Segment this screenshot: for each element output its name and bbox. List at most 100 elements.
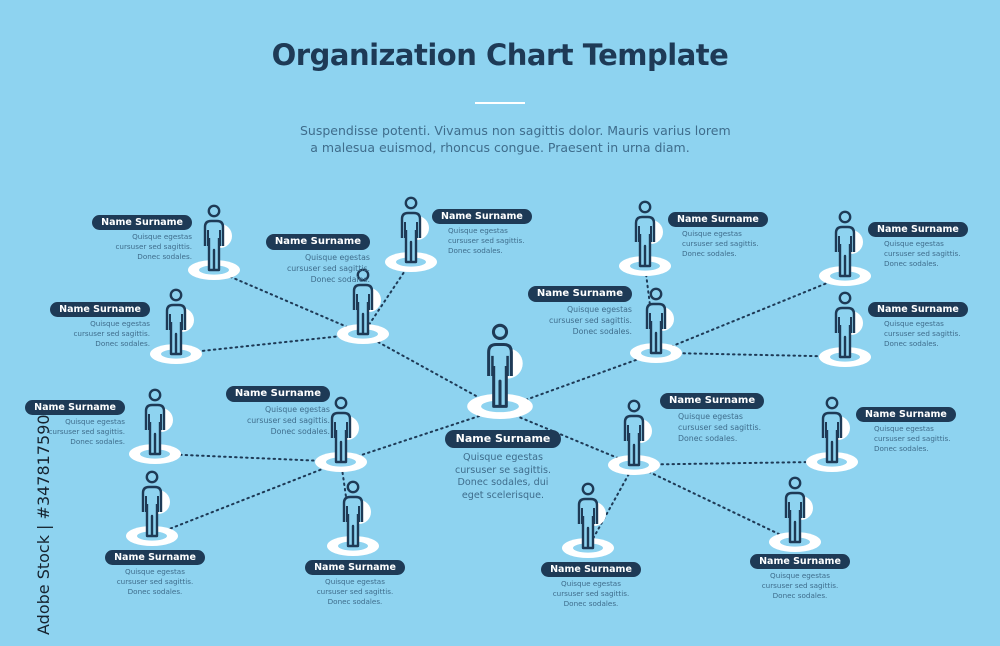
person-icon-graphic [630,287,682,363]
description-line: Donec sodales. [572,327,632,336]
person-icon [127,384,183,468]
person-icon-graphic [562,482,614,558]
description-line: Donec sodales. [70,437,125,447]
watermark-text: Adobe Stock | #347817590 [34,414,53,635]
description-line: Donec sodales. [884,259,939,269]
node-label-bl-a: Name Surname Quisque egestas cursuser se… [25,395,125,448]
person-icon [124,466,180,550]
description-line: Donec sodales. [678,434,738,443]
description-line: cursuser sed sagittis. [448,236,525,246]
description-line: Quisque egestas [90,319,150,328]
name-badge: Name Surname [105,550,205,565]
title-divider [475,102,525,104]
node-description: Quisque egestas cursuser sed sagittis. D… [856,424,966,455]
description-line: Donec sodales. [270,427,330,436]
watermark: Adobe Stock | #347817590 [8,400,53,635]
description-line: Quisque egestas [884,239,944,248]
description-line: cursuser sed sagittis. [552,589,630,599]
person-icon-graphic [150,288,202,364]
name-badge: Name Surname [868,302,968,317]
node-description: Quisque egestas cursuser sed sagittis. D… [92,232,192,263]
name-badge: Name Surname [265,234,370,250]
person-icon [804,392,860,476]
node-label-tl-a: Name Surname Quisque egestas cursuser se… [92,210,192,263]
node-label-tr-a: Name Surname Quisque egestas cursuser se… [668,207,778,260]
node-description: Quisque egestas cursuser sed sagittis. D… [536,579,646,610]
person-icon [560,478,616,562]
name-badge: Name Surname [856,407,956,422]
person-icon [148,284,204,368]
person-icon [817,206,873,290]
node-label-tl-c: Name Surname Quisque egestas cursuser se… [432,204,542,257]
person-icon-graphic [769,476,821,552]
node-label-tl-b: Name Surname Quisque egestas cursuser se… [50,297,150,350]
name-badge: Name Surname [660,393,765,409]
connector-line [362,260,412,335]
description-line: cursuser sed sagittis. [115,242,192,252]
person-icon [767,472,823,556]
person-icon-graphic [819,210,871,286]
person-icon [817,287,873,371]
description-line: cursuser sed sagittis. [316,587,394,597]
person-icon-graphic [188,204,240,280]
person-icon-graphic [806,396,858,472]
connector-line [655,274,846,354]
person-icon-graphic [129,388,181,464]
description-line: Donec sodales. [874,444,929,454]
intro-line: Suspendisse potenti. Vivamus non sagitti… [300,123,731,138]
description-line: Donec sodales. [772,591,828,601]
node-description: Quisque egestas cursuser sed sagittis. D… [300,577,410,608]
description-line: Donec sodales. [310,275,370,284]
person-icon-graphic [327,480,379,556]
name-badge: Name Surname [668,212,768,227]
description-line: Quisque egestas [561,579,621,588]
connector-line [633,460,833,466]
person-icon [335,264,391,348]
description-line: Quisque egestas [325,577,385,586]
node-description: Quisque egestas cursuser sed sagittis. D… [745,571,855,602]
description-line: Quisque egestas [770,571,830,580]
connector-line [655,351,846,358]
node-label-br-hub: Name Surname Quisque egestas cursuser se… [660,388,780,444]
node-description: Quisque egestas cursuser sed sagittis. D… [868,239,978,270]
node-description: Quisque egestas cursuser sed sagittis. D… [668,229,778,260]
person-icon [617,196,673,280]
person-icon-graphic [315,396,367,472]
description-line: Donec sodales. [563,599,619,609]
description-line: Quisque egestas [567,305,632,314]
person-icon [186,200,242,284]
person-icon [606,395,662,479]
intro-text: Suspendisse potenti. Vivamus non sagitti… [300,122,731,156]
node-label-tl-hub: Name Surname Quisque egestas cursuser se… [250,229,370,285]
name-badge: Name Surname [527,286,632,302]
intro-line: a malesua euismod, rhoncus congue. Praes… [310,140,690,155]
node-label-bl-c: Name Surname Quisque egestas cursuser se… [300,555,410,608]
person-icon [628,283,684,367]
connector-line [340,408,501,463]
person-icon-graphic [467,323,533,419]
node-description: Quisque egestas cursuser sed sagittis. D… [100,567,210,598]
description-line: cursuser se sagittis. [454,464,552,476]
node-label-br-a: Name Surname Quisque egestas cursuser se… [536,557,646,610]
connector-line [154,452,342,463]
name-badge: Name Surname [750,554,850,569]
connector-line [151,460,342,537]
description-line: Quisque egestas [265,405,330,414]
description-line: Quisque egestas [463,452,543,463]
description-line: cursuser sed sagittis. [678,423,762,432]
name-badge: Name Surname [50,302,150,317]
connector-line [633,463,796,543]
description-line: cursuser sed sagittis. [286,264,370,273]
node-description: Quisque egestas cursuser sed sagittis. D… [432,226,542,257]
person-icon-graphic [819,291,871,367]
node-label-tr-hub: Name Surname Quisque egestas cursuser se… [512,281,632,337]
name-badge: Name Surname [225,386,330,402]
name-badge: Name Surname [444,430,562,448]
description-line: cursuser sed sagittis. [884,329,961,339]
description-line: Quisque egestas [682,229,742,238]
person-icon-graphic [608,399,660,475]
description-line: Donec sodales. [127,587,183,597]
node-description: Quisque egestas cursuser sed sagittis. D… [25,417,125,448]
